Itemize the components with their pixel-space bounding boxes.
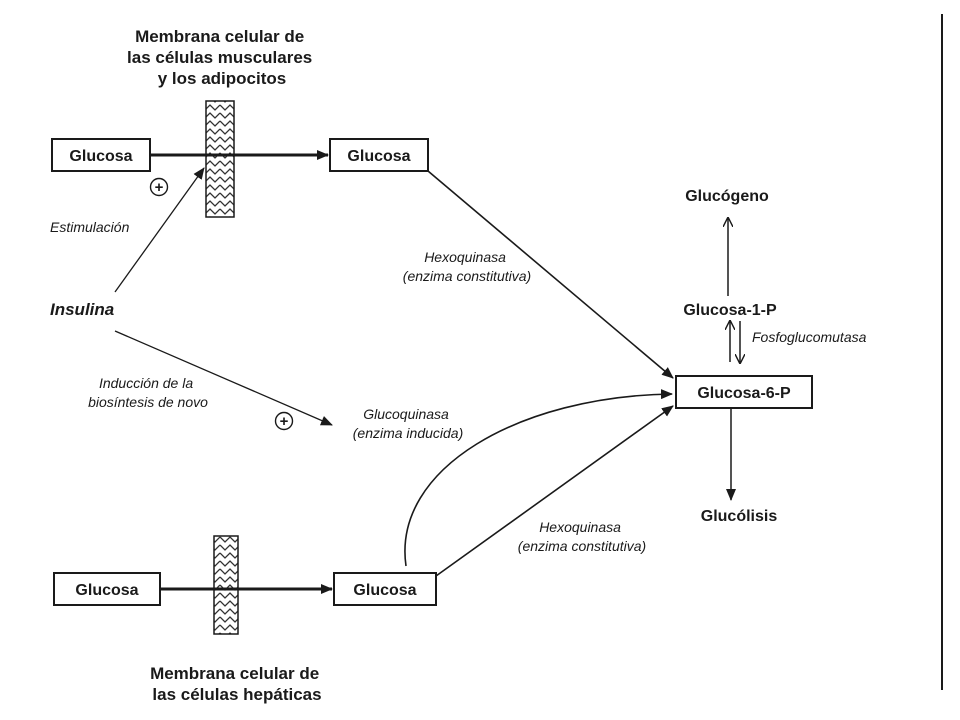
- hexoquinasa-bottom-label: Hexoquinasa (enzima constitutiva): [518, 519, 646, 554]
- membrane-muscle-adipocyte: [205, 100, 235, 218]
- glucogeno-label: Glucógeno: [685, 188, 769, 205]
- glucosa-bottom-right-label: Glucosa: [353, 582, 416, 599]
- hexoquinasa-top-label: Hexoquinasa (enzima constitutiva): [403, 249, 531, 284]
- glucoquinasa-curved-arrow: [404, 389, 673, 567]
- glucosa-bottom-right-box: [333, 572, 437, 606]
- plus-circle-top: [149, 177, 169, 197]
- hexoquinasa-top-arrow: [427, 170, 674, 379]
- glucosa-top-right-label: Glucosa: [347, 148, 410, 165]
- glucosa-1p-label: Glucosa-1-P: [683, 302, 777, 319]
- glucosa-bottom-left-box: [53, 572, 161, 606]
- plus-circle-bottom: [274, 411, 294, 431]
- glucosa-6p-label: Glucosa-6-P: [697, 385, 791, 402]
- glucoquinasa-label: Glucoquinasa (enzima inducida): [353, 406, 464, 441]
- insulina-induction-arrow: [114, 330, 333, 426]
- hexoquinasa-bottom-arrow: [435, 405, 674, 577]
- membrane-hepatic: [213, 535, 239, 635]
- membrane-top-title: Membrana celular de las células muscular…: [127, 27, 317, 88]
- glucosa-top-left-label: Glucosa: [69, 148, 132, 165]
- induccion-label: Inducción de la biosíntesis de novo: [88, 375, 208, 410]
- plus-symbol-bottom: +: [280, 413, 289, 430]
- estimulacion-label: Estimulación: [50, 219, 130, 235]
- insulina-stimulation-arrow: [114, 167, 205, 293]
- glucosa-top-right-box: [329, 138, 429, 172]
- glucosa-bottom-left-label: Glucosa: [75, 582, 138, 599]
- glucolisis-label: Glucólisis: [701, 508, 778, 525]
- membrane-bottom-title: Membrana celular de las células hepática…: [150, 664, 324, 704]
- fosfoglucomutasa-label: Fosfoglucomutasa: [752, 329, 867, 345]
- insulina-label: Insulina: [50, 300, 114, 319]
- plus-symbol-top: +: [155, 179, 164, 196]
- glucosa-6p-box: [675, 375, 813, 409]
